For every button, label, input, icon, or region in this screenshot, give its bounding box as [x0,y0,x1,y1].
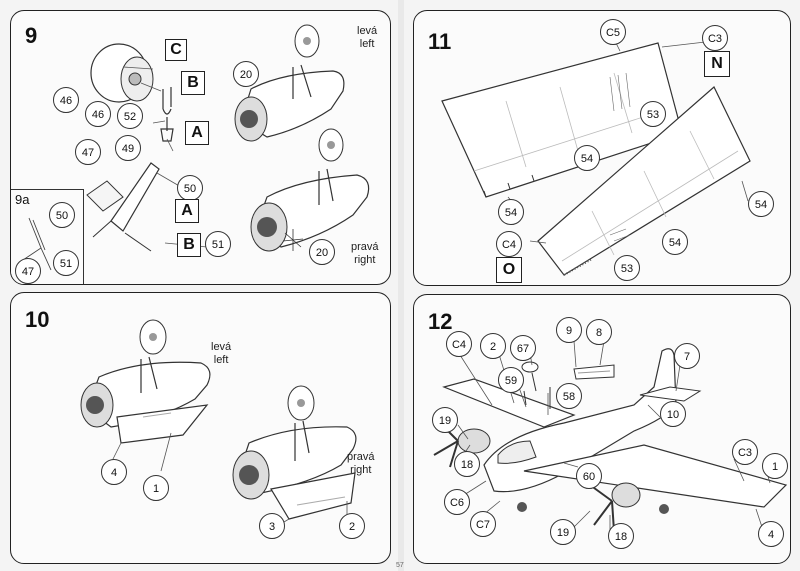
callout: 54 [574,145,600,171]
letter-box: C [165,39,187,61]
step-9-drawing [86,24,370,252]
letter-box: A [185,121,209,145]
callout: 53 [640,101,666,127]
step-number: 9 [25,23,38,48]
step-9a-drawing [22,217,52,271]
callout: 18 [454,451,480,477]
step-10-panel: 10 4 1 3 2 levá left pravá right [10,292,391,564]
side-label-right: pravá right [347,451,375,476]
callout: 50 [49,202,75,228]
callout: 52 [117,103,143,129]
callout: 20 [309,239,335,265]
callout: 46 [85,101,111,127]
callout: 8 [586,319,612,345]
callout: 67 [510,335,536,361]
callout: 50 [177,175,203,201]
callout: 46 [53,87,79,113]
callout: 47 [15,258,41,284]
callout: C5 [600,19,626,45]
callout: 4 [101,459,127,485]
callout: 47 [75,139,101,165]
step-9a-inset: 9a 50 47 51 [11,189,84,284]
callout: 19 [550,519,576,545]
callout: 54 [662,229,688,255]
callout: 49 [115,135,141,161]
callout: 7 [674,343,700,369]
callout: 10 [660,401,686,427]
letter-box: B [181,71,205,95]
substep-number: 9a [15,192,30,207]
step-12-panel: 12 C4 2 67 9 8 7 59 58 19 18 10 C3 1 60 [413,294,791,564]
callout: 53 [614,255,640,281]
page-footer: 57 [396,562,404,569]
step-9-panel: 9 46 46 52 49 47 50 51 20 20 [10,10,391,285]
callout: C4 [446,331,472,357]
step-11-drawing [441,38,751,276]
callout: 9 [556,317,582,343]
callout: 2 [480,333,506,359]
callout: 1 [762,453,788,479]
callout: 54 [748,191,774,217]
callout: 2 [339,513,365,539]
step-11-panel: 11 C5 C3 53 54 54 54 C4 53 54 N O [413,10,791,286]
callout: 3 [259,513,285,539]
step-12-drawing [433,340,788,532]
step-number: 11 [428,29,452,54]
callout: 19 [432,407,458,433]
callout: 18 [608,523,634,549]
callout: 4 [758,521,784,547]
side-label-left: levá left [211,341,232,366]
letter-box: O [496,257,522,283]
step-number: 12 [428,309,453,334]
callout: 54 [498,199,524,225]
callout: C6 [444,489,470,515]
callout: C3 [732,439,758,465]
callout: 59 [498,367,524,393]
callout: C4 [496,231,522,257]
step-number: 10 [25,307,50,332]
callout: 58 [556,383,582,409]
side-label-right: pravá right [351,241,379,266]
callout: 20 [233,61,259,87]
callout: 60 [576,463,602,489]
callout: 51 [53,250,79,276]
callout: 1 [143,475,169,501]
callout: C3 [702,25,728,51]
letter-box: A [175,199,199,223]
letter-box: N [704,51,730,77]
side-label-left: levá left [357,25,378,50]
step-10-drawing [80,319,357,526]
letter-box: B [177,233,201,257]
callout: C7 [470,511,496,537]
callout: 51 [205,231,231,257]
